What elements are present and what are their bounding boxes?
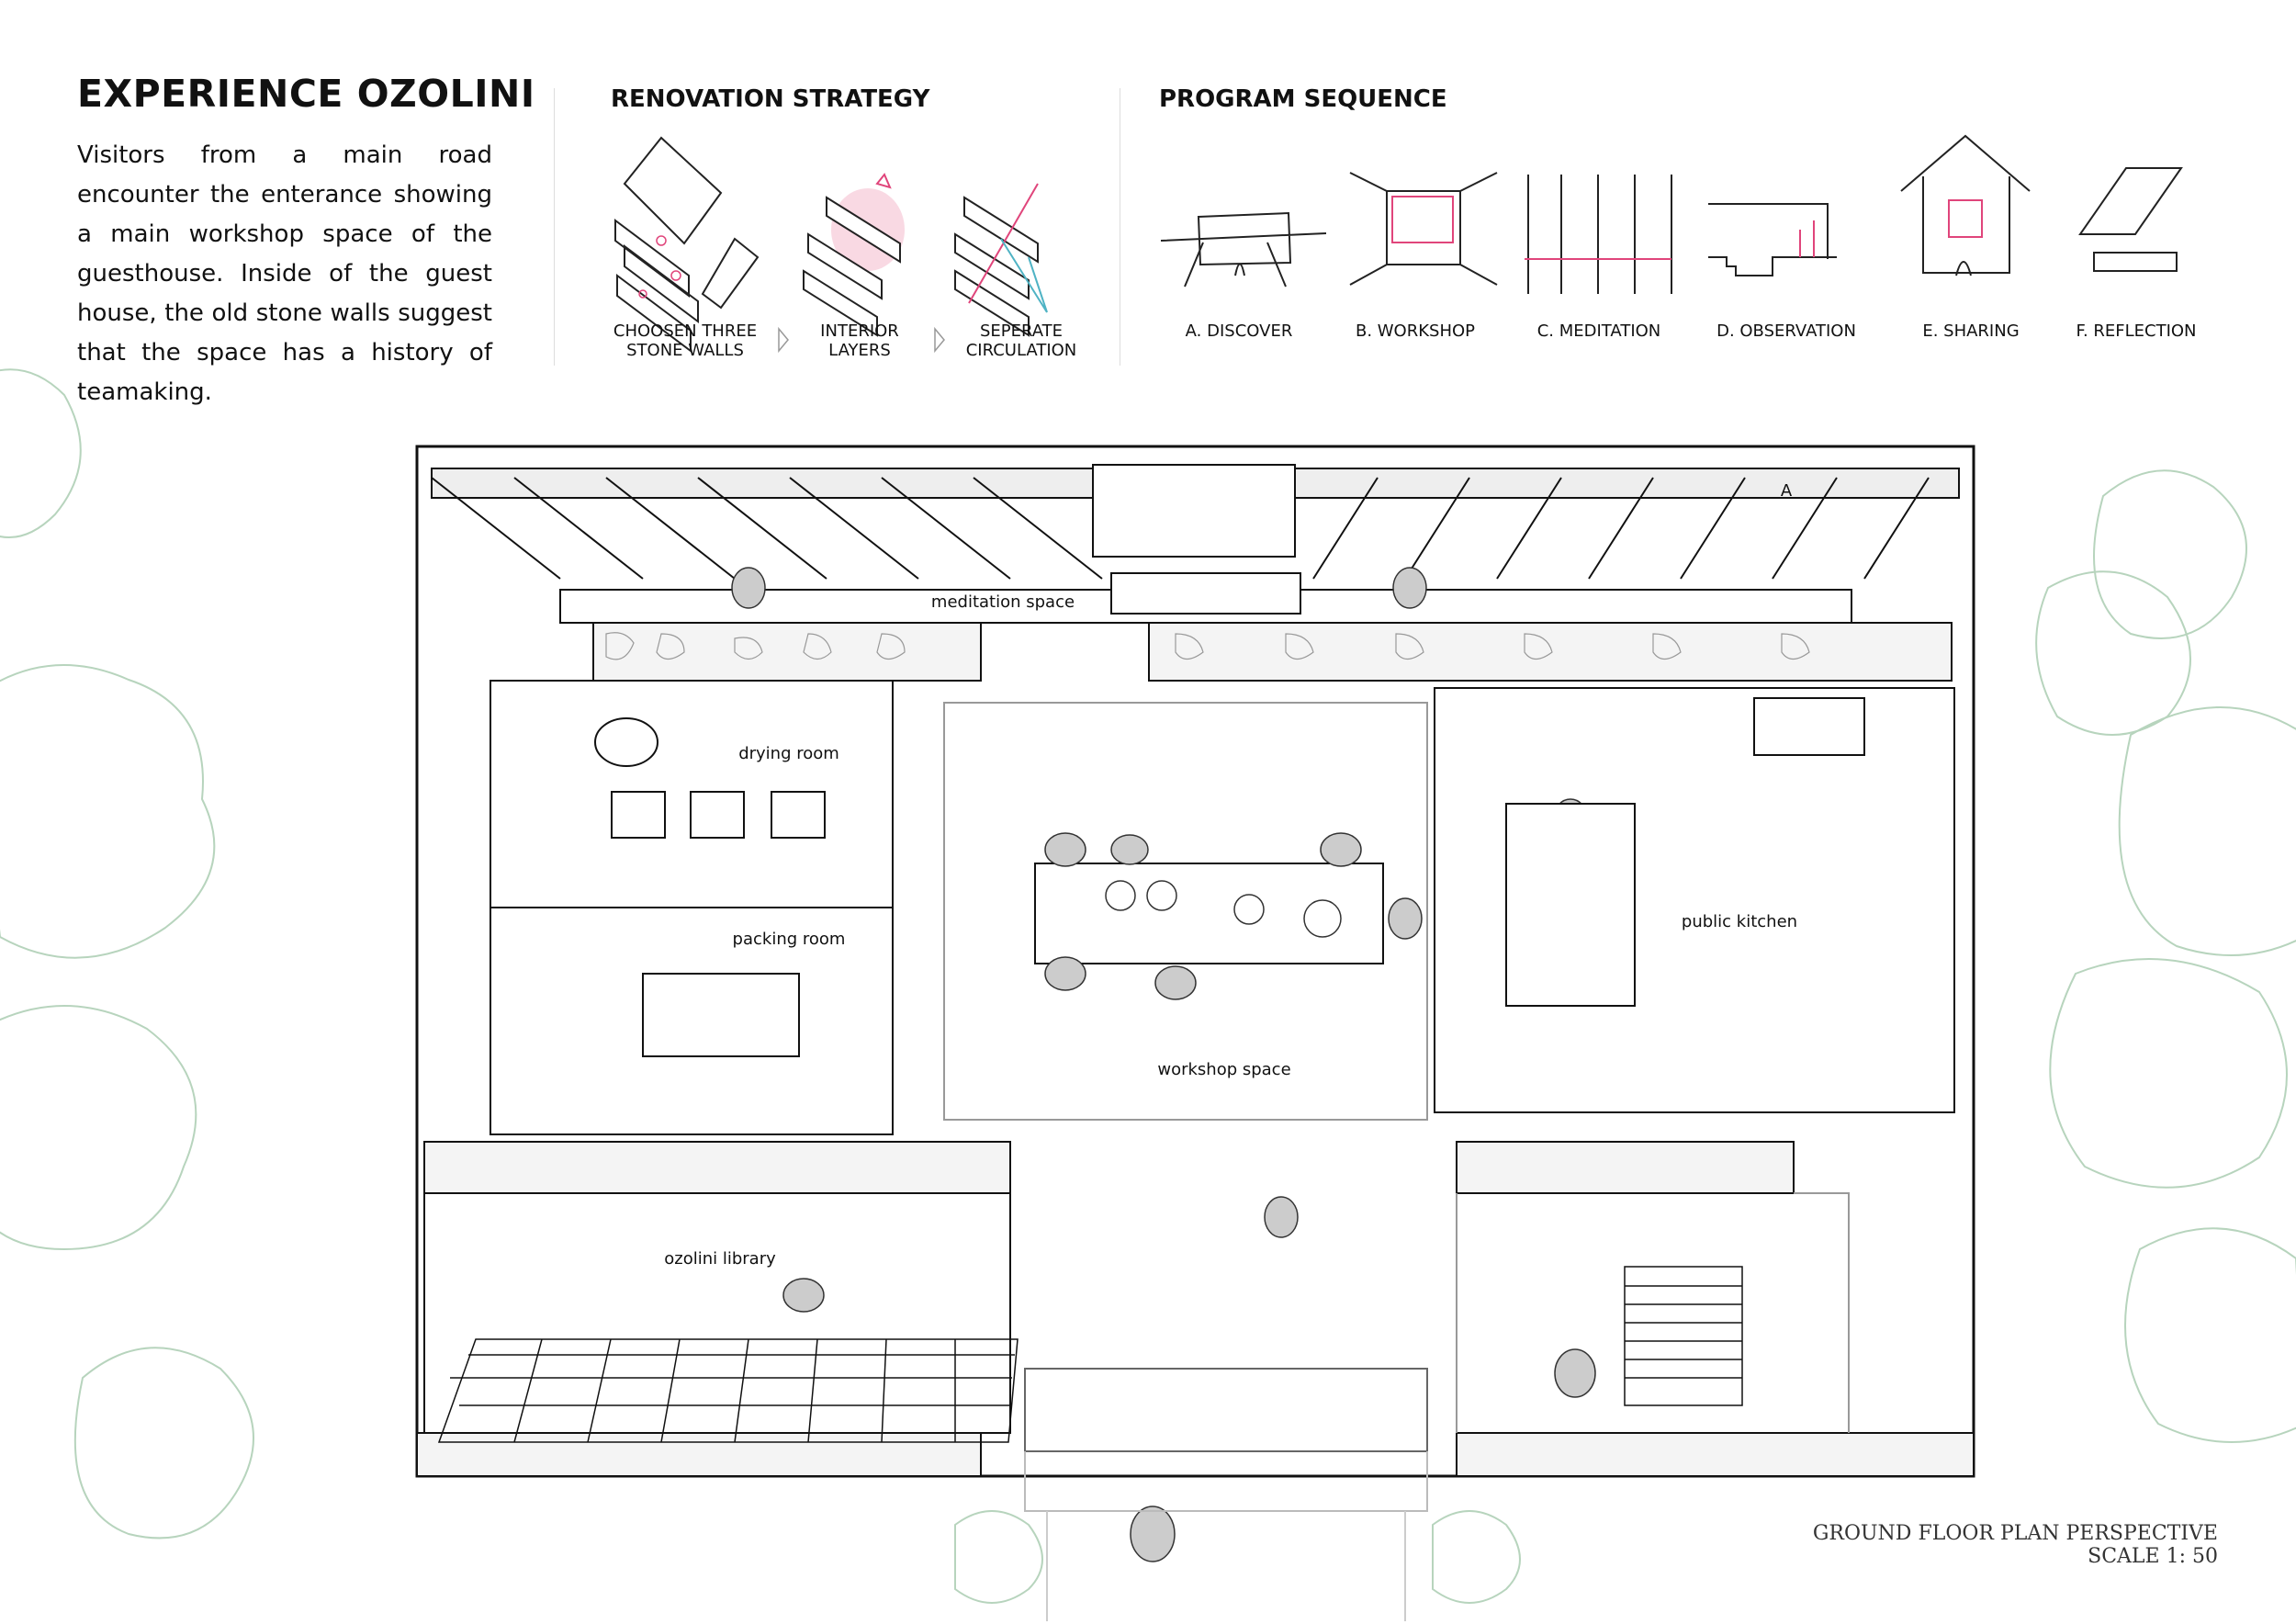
stone-pattern: [605, 632, 1810, 660]
roof-beams: [431, 464, 1930, 580]
background-trees: [0, 368, 2296, 1604]
sketch-workshop: [1349, 172, 1498, 286]
kitchen-counter: [1505, 803, 1636, 1007]
bookshelves: [437, 1338, 1019, 1443]
library: [423, 1192, 1011, 1434]
caption-scale: SCALE 1: 50: [2088, 1545, 2218, 1568]
tree-outline: [0, 664, 216, 959]
intro-paragraph: Visitors from a main road encounter the …: [77, 141, 492, 406]
diagram-separate-circulation: [954, 183, 1048, 337]
entrance: [1024, 1368, 1428, 1621]
sketch-sharing: [1900, 134, 2031, 276]
room-label-library: ozolini library: [664, 1249, 776, 1269]
room-label-kitchen: public kitchen: [1681, 912, 1798, 931]
tree-outline: [73, 1347, 254, 1539]
tree-outline: [2124, 1227, 2296, 1443]
tree-outline: [2035, 570, 2191, 736]
ground-floor-plan: [415, 445, 1975, 1621]
diagram-stone-walls: [614, 136, 760, 353]
drawing-caption: GROUND FLOOR PLAN PERSPECTIVE SCALE 1: 5…: [1813, 1522, 2218, 1568]
staircase: [1624, 1266, 1743, 1406]
table-bowls: [1105, 880, 1342, 938]
room-label-meditation: meditation space: [930, 592, 1075, 612]
people: [731, 567, 1636, 1562]
sketch-reflection: [2078, 167, 2183, 272]
sketch-discover: [1160, 211, 1327, 288]
tree-outline: [2118, 706, 2296, 956]
tree-outline: [954, 1510, 1043, 1604]
section-marker: A: [1780, 481, 1793, 501]
step-label: STONE WALLS: [626, 341, 744, 360]
program-step-a: A. DISCOVER: [1185, 321, 1293, 341]
stone-wall: [416, 622, 1975, 1477]
section-divider: [554, 88, 555, 366]
program-step-d: D. OBSERVATION: [1716, 321, 1856, 341]
tree-outline: [1432, 1510, 1521, 1604]
program-step-b: B. WORKSHOP: [1355, 321, 1476, 341]
step-label: SEPERATE: [979, 321, 1064, 341]
program-step-c: C. MEDITATION: [1536, 321, 1661, 341]
room-label-drying: drying room: [738, 744, 839, 763]
tree-outline: [0, 1005, 197, 1251]
sketch-observation: [1708, 203, 1837, 276]
workshop-space: [943, 702, 1428, 1121]
caption-title: GROUND FLOOR PLAN PERSPECTIVE: [1812, 1522, 2218, 1545]
diagram-interior-layers: [803, 173, 905, 337]
step-label: CIRCULATION: [965, 341, 1077, 360]
sketch-meditation: [1525, 175, 1672, 294]
step-label: LAYERS: [828, 341, 891, 360]
program-step-f: F. REFLECTION: [2076, 321, 2197, 341]
step-label: INTERIOR: [820, 321, 899, 341]
page-title: EXPERIENCE OZOLINI: [77, 72, 535, 116]
program-sketches: [1160, 134, 2183, 294]
renovation-heading: RENOVATION STRATEGY: [611, 85, 930, 113]
room-label-packing: packing room: [732, 930, 846, 949]
tree-outline: [0, 368, 82, 538]
program-heading: PROGRAM SEQUENCE: [1159, 85, 1447, 113]
step-arrows: [778, 326, 945, 354]
renovation-diagrams: [614, 136, 1048, 354]
arrow-icon: [778, 326, 789, 354]
workshop-table: [1034, 863, 1384, 964]
drying-trays: [594, 717, 826, 839]
step-label: CHOOSEN THREE: [613, 321, 758, 341]
room-label-workshop: workshop space: [1157, 1060, 1291, 1079]
tree-outline: [2049, 958, 2288, 1189]
program-step-e: E. SHARING: [1922, 321, 2020, 341]
outer-wall: [415, 445, 1975, 1478]
tree-outline: [2093, 469, 2247, 639]
public-kitchen: [1434, 687, 1955, 1113]
packing-table: [642, 973, 800, 1057]
packing-room: [490, 907, 894, 1135]
arrow-icon: [934, 326, 945, 354]
